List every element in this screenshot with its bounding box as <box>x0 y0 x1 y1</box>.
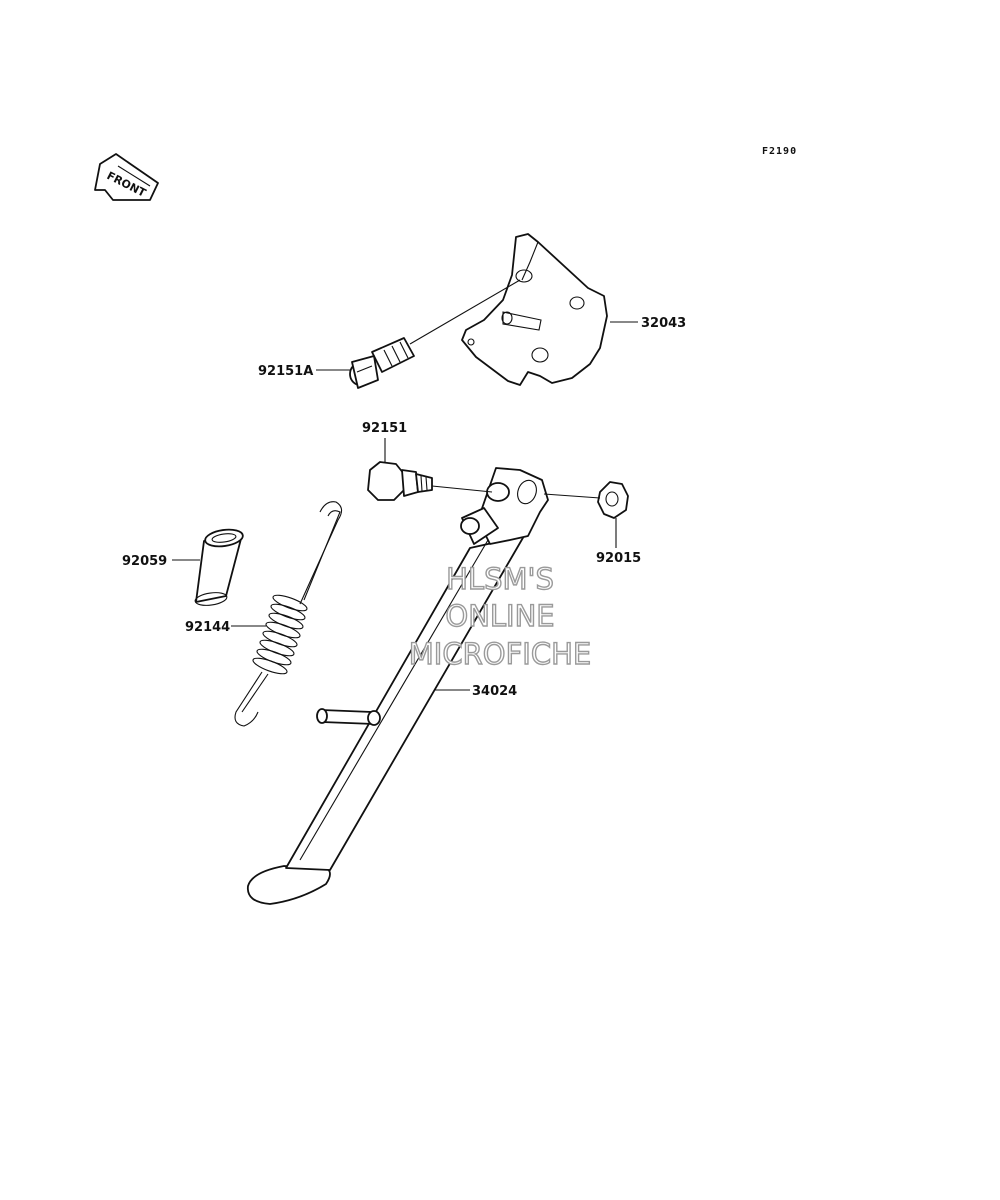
part-label-92059: 92059 <box>122 554 167 569</box>
leader-lines <box>172 321 638 691</box>
watermark: HLSM'S ONLINE MICROFICHE <box>408 561 592 671</box>
part-label-92151: 92151 <box>362 421 407 436</box>
spring-92144 <box>234 501 343 727</box>
part-label-92151A: 92151A <box>258 364 313 379</box>
watermark-line-1: HLSM'S <box>446 562 554 596</box>
assembly-lines <box>409 279 601 499</box>
part-label-32043: 32043 <box>641 316 686 331</box>
nut-92015 <box>597 481 629 519</box>
collar-92059 <box>194 528 244 606</box>
diagram-code: F2190 <box>762 146 797 157</box>
front-arrow-icon: FRONT <box>94 153 159 201</box>
bracket-32043 <box>461 233 608 386</box>
watermark-line-3: MICROFICHE <box>409 637 591 671</box>
part-label-92144: 92144 <box>185 620 230 635</box>
part-label-92015: 92015 <box>596 551 641 566</box>
part-label-34024: 34024 <box>472 684 517 699</box>
watermark-line-2: ONLINE <box>445 599 554 633</box>
bolt-92151A <box>349 337 415 389</box>
bolt-92151 <box>367 461 433 501</box>
